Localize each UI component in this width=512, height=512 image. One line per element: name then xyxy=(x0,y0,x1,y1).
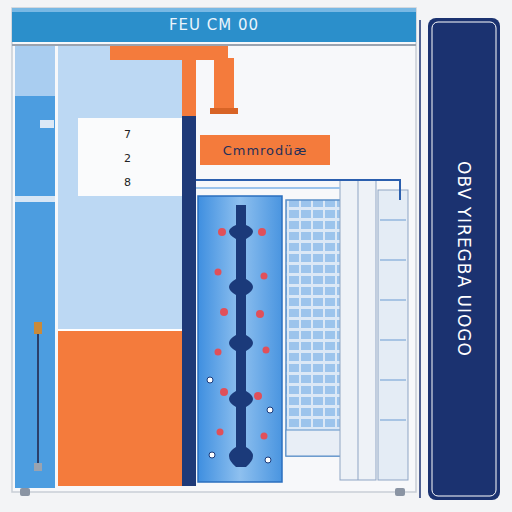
callout-number: 8 xyxy=(124,176,131,189)
orange-label: Cmmrodüæ xyxy=(200,135,330,165)
side-banner: OBV YIREGBA UIOGO xyxy=(428,18,500,500)
callout-number: 7 xyxy=(124,128,131,141)
title-band: FEU CM 00 xyxy=(12,8,416,42)
node-text: OBV YIREGBA UIOGO xyxy=(454,161,474,357)
callout-number: 2 xyxy=(124,152,131,165)
node-text: FEU CM 00 xyxy=(169,16,259,34)
node-text: Cmmrodüæ xyxy=(223,143,308,158)
